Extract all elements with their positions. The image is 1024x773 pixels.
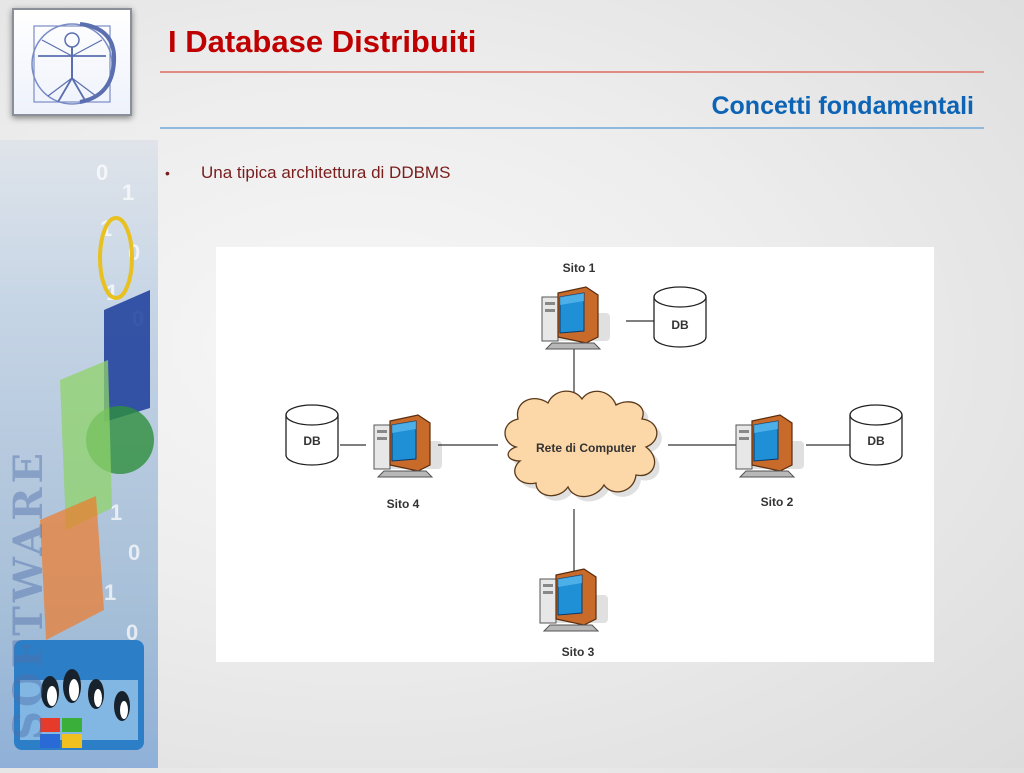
- vitruvian-man-icon: [31, 22, 117, 105]
- network-cloud: Rete di Computer: [504, 390, 662, 502]
- computer-icon: [541, 286, 611, 350]
- site-label: Sito 2: [761, 495, 794, 509]
- site-label: Sito 1: [563, 261, 596, 275]
- sidebar-decoration: 011 010 101 0 SOFTW: [0, 0, 160, 768]
- site-3: Sito 3: [539, 568, 609, 659]
- bullet-list-item: • Una tipica architettura di DDBMS: [165, 163, 450, 183]
- svg-text:1: 1: [122, 180, 134, 205]
- bullet-dot-icon: •: [165, 165, 170, 181]
- vitruvian-logo: [12, 8, 132, 116]
- svg-text:0: 0: [128, 540, 140, 565]
- svg-text:1: 1: [104, 580, 116, 605]
- svg-text:1: 1: [110, 500, 122, 525]
- site-label: Sito 4: [387, 497, 420, 511]
- bullet-text: Una tipica architettura di DDBMS: [201, 163, 451, 182]
- software-vertical-text: SOFTWARE: [5, 448, 47, 740]
- database-icon: [653, 286, 707, 348]
- network-cloud-label: Rete di Computer: [536, 441, 636, 455]
- computer-icon: [373, 414, 443, 478]
- network-links: [340, 320, 850, 572]
- computer-icon: [735, 414, 805, 478]
- site-label: Sito 3: [562, 645, 595, 659]
- title-divider-red: [160, 71, 984, 73]
- ddbms-architecture-diagram: Rete di Computer DB Sito 1 DB Sito 2 Sit…: [216, 247, 934, 662]
- network-diagram: Rete di Computer DB Sito 1 DB Sito 2 Sit…: [285, 261, 903, 659]
- database-label: DB: [671, 318, 689, 332]
- slide-title: I Database Distribuiti: [168, 24, 477, 59]
- site-4: DB Sito 4: [285, 404, 443, 511]
- svg-text:0: 0: [96, 160, 108, 185]
- subtitle-divider-blue: [160, 127, 984, 129]
- computer-icon: [539, 568, 609, 632]
- slide-subtitle: Concetti fondamentali: [711, 92, 974, 120]
- database-label: DB: [867, 434, 885, 448]
- software-collage-graphic: 011 010 101 0: [14, 160, 154, 750]
- database-label: DB: [303, 434, 321, 448]
- software-side-collage: 011 010 101 0 SOFTW: [0, 140, 158, 768]
- site-1: DB Sito 1: [541, 261, 707, 350]
- site-2: DB Sito 2: [735, 404, 903, 509]
- svg-text:0: 0: [126, 620, 138, 645]
